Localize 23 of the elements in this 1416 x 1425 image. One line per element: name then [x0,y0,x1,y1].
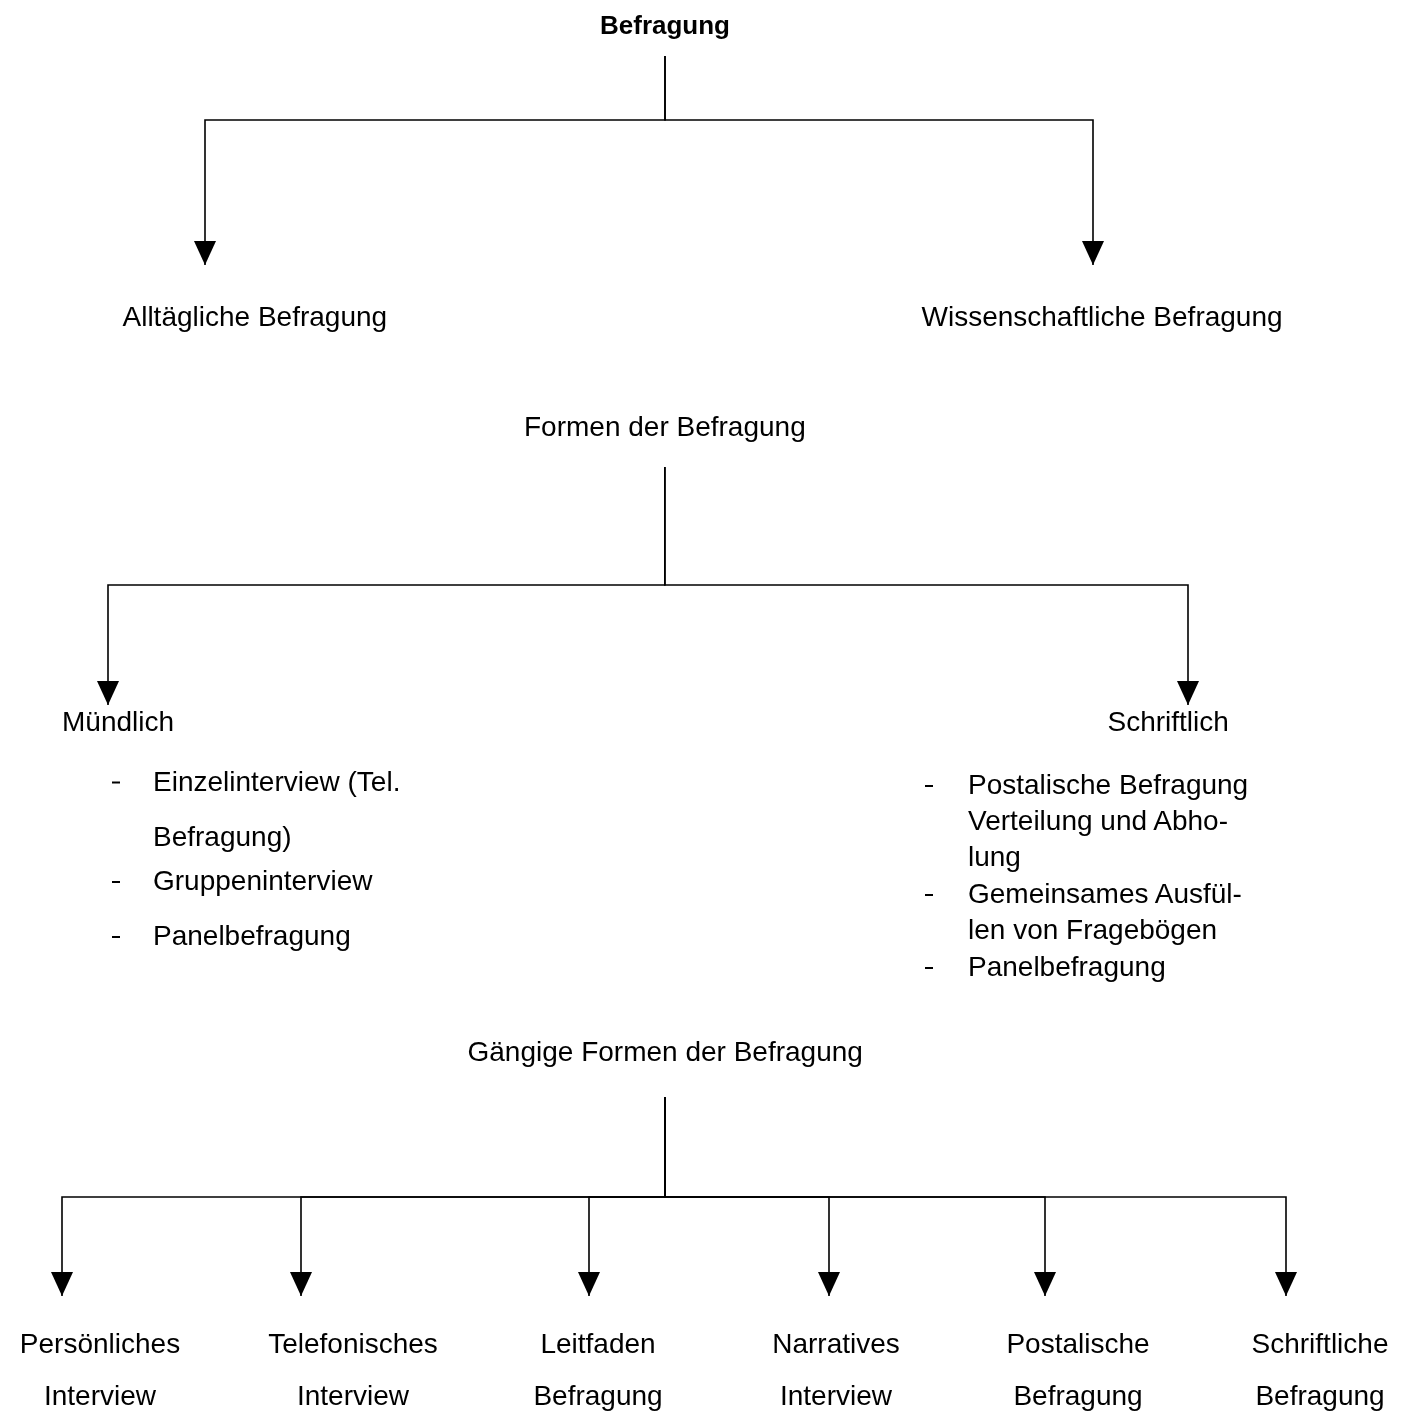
list-item: Postalische Befragung [968,768,1250,802]
node-label: Postalische Befragung [978,1296,1178,1422]
node-label: Gängige Formen der Befragung [467,1035,863,1097]
node-label: Schriftliche Befragung [1230,1296,1410,1422]
node-label: Alltägliche Befragung [122,265,388,334]
node-label: Mündlich [62,705,175,739]
node-label: Befragung [600,8,730,56]
arrow [664,466,1199,706]
list-item: Panelbefragung [968,950,1167,984]
node-label: Leitfaden Befragung [498,1296,698,1422]
arrow [664,55,1104,266]
node-label: Schriftlich [1107,705,1229,739]
node-label: Formen der Befragung [524,410,806,467]
list-item: Gemeinsames Ausfül-len von Fragebögen [968,877,1243,947]
list-item: Verteilung und Abho-lung [968,804,1229,874]
node-label: Telefonisches Interview [248,1296,458,1422]
node-label: Narratives Interview [736,1296,936,1422]
list-item: Gruppeninterview [153,864,374,898]
arrow [664,1096,1297,1297]
node-label: Persönliches Interview [0,1296,200,1422]
node-label: Wissenschaftliche Befragung [921,265,1283,334]
list-item: Panelbefragung [153,919,352,953]
list-item: Einzelinterview (Tel. Befragung) [153,765,402,854]
